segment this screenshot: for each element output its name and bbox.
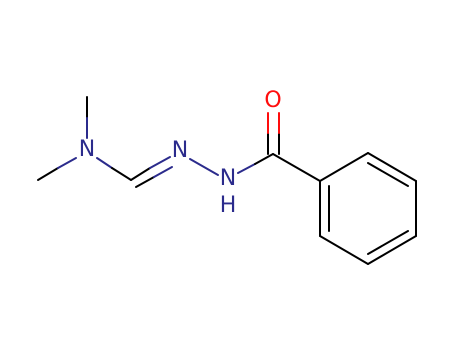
bond-n-ch (96, 157, 113, 169)
bond-ch-n-double-a-n (149, 156, 171, 169)
ring-bond-4 (367, 235, 417, 265)
bond-nh-c-c (254, 153, 274, 165)
atom-n-dimethyl: N (79, 137, 95, 162)
ring-inner-2 (367, 230, 409, 255)
ring-bond-5 (319, 235, 369, 265)
ring-bond-2 (367, 152, 417, 182)
atom-n-amide: N (220, 166, 236, 191)
bond-n-nh (189, 158, 219, 176)
bond-n-methyl-left (37, 167, 59, 181)
bond-n-ch-c (111, 167, 132, 181)
bond-n-methyl-left-n (57, 157, 77, 169)
atom-h-amide: H (220, 193, 237, 218)
bond-ch-n-double-a (130, 167, 151, 181)
ring-inner-1 (367, 162, 409, 187)
atom-o-carbonyl: O (264, 88, 281, 113)
bonds (37, 96, 417, 265)
bond-ch-n-double-b (135, 176, 155, 188)
bond-c-ring (272, 153, 321, 182)
ring-bond-1 (319, 152, 369, 182)
atom-n-imine: N (172, 138, 188, 163)
bond-ch-n-double-b-n (153, 166, 173, 178)
atom-labels: N N N H O (79, 88, 282, 218)
bond-nh-c (237, 163, 256, 174)
